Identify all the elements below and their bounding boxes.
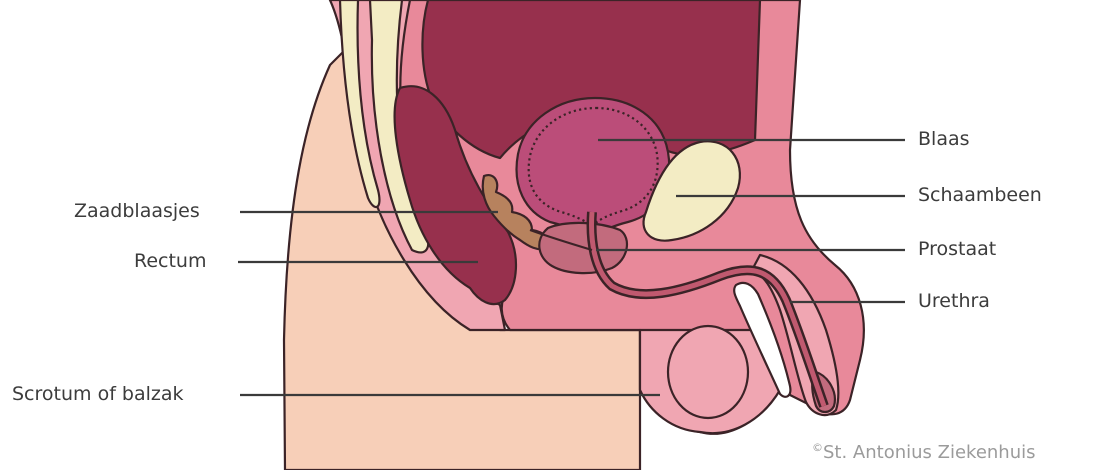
label-scrotum: Scrotum of balzak: [12, 385, 184, 404]
label-zaadblaasjes: Zaadblaasjes: [74, 202, 200, 221]
copyright-symbol: ©: [812, 441, 823, 454]
copyright-text: St. Antonius Ziekenhuis: [823, 442, 1036, 463]
label-urethra: Urethra: [918, 292, 990, 311]
copyright-credit: ©St. Antonius Ziekenhuis: [812, 444, 1036, 462]
testicle: [668, 326, 748, 418]
label-schaambeen: Schaambeen: [918, 186, 1042, 205]
label-blaas: Blaas: [918, 130, 970, 149]
label-prostaat: Prostaat: [918, 240, 996, 259]
label-rectum: Rectum: [134, 252, 206, 271]
